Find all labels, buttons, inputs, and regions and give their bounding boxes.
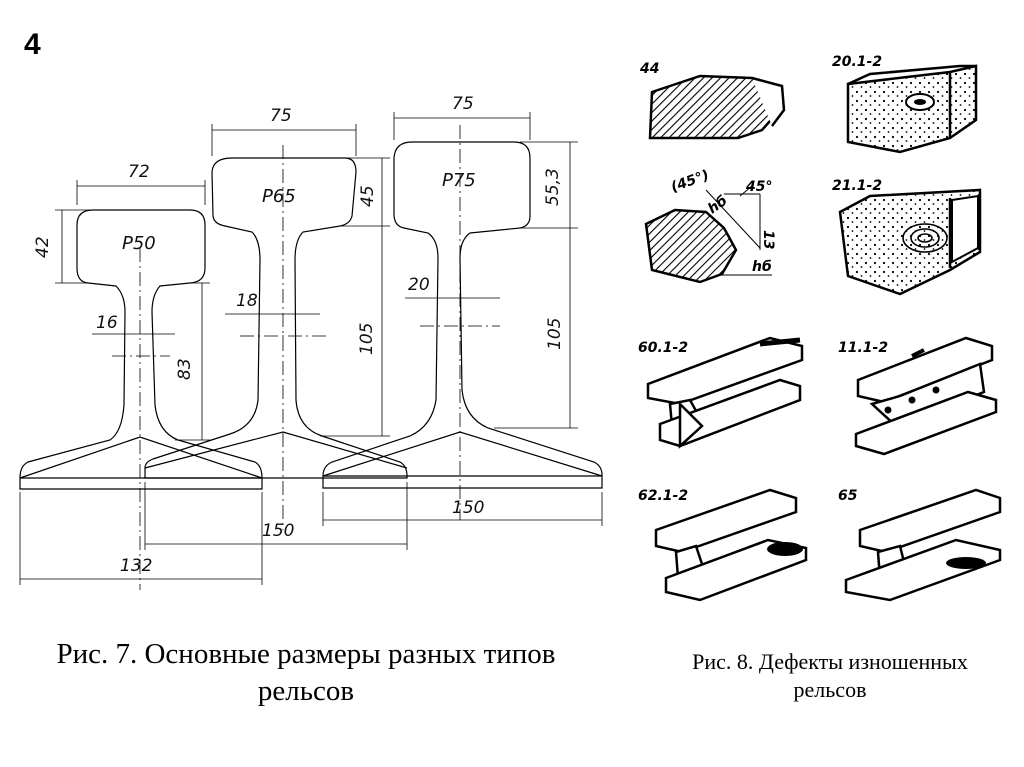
figure7-caption-line1: Рис. 7. Основные размеры разных типов: [56, 638, 556, 670]
rail-p65-label: P65: [262, 186, 296, 207]
rail-p75-label: P75: [442, 170, 476, 191]
axis-lines: [112, 125, 500, 590]
wear-angle2-label: 45°: [745, 179, 772, 195]
dim-p50-height: 83: [175, 358, 195, 380]
dim-p65-head-width: 75: [270, 106, 292, 126]
rail-p50-profile: [19, 209, 263, 490]
wear-height-label: 13: [760, 230, 776, 249]
figure8-caption-line2: рельсов: [793, 677, 867, 703]
figure7-caption-line2: рельсов: [257, 675, 355, 708]
dim-p75-web: 20: [408, 275, 430, 295]
defect-62-label: 62.1-2: [638, 488, 688, 504]
defect-65-label: 65: [838, 488, 858, 504]
defect-20-label: 20.1-2: [832, 54, 882, 70]
dimension-labels: 72 42 16 83 132 P50 75 45 18 105 150 P65…: [33, 94, 565, 576]
figure7-caption: Рис. 7. Основные размеры разных типов ре…: [0, 636, 612, 710]
rail-profiles: [19, 141, 603, 490]
figure8-caption: Рис. 8. Дефекты изношенных рельсов: [640, 648, 1020, 704]
dim-p65-head-height: 45: [358, 185, 378, 207]
defect-sketches: 44 20.1-2 (45°) 45° hб 13 hб 21.1-2: [638, 54, 1002, 602]
dim-p50-head-height: 42: [33, 236, 53, 258]
dim-p75-head-height: 55,3: [543, 168, 563, 206]
rail-p50-label: P50: [122, 233, 156, 254]
dim-p50-head-width: 72: [128, 162, 150, 182]
defect-60-label: 60.1-2: [638, 340, 688, 356]
dim-p65-web: 18: [236, 291, 258, 311]
slide-number: 4: [24, 28, 41, 61]
dim-p50-web: 16: [96, 313, 118, 333]
rail-p65-profile: [144, 157, 408, 479]
dim-p75-head-width: 75: [452, 94, 474, 114]
wear-hb2-label: hб: [752, 259, 772, 275]
defect-44-label: 44: [639, 61, 659, 77]
wear-angle-label: (45°): [669, 167, 711, 195]
dim-p65-height: 105: [357, 323, 377, 355]
defect-11-label: 11.1-2: [838, 340, 888, 356]
dim-p75-height: 105: [545, 318, 565, 350]
rail-p75-profile: [322, 141, 603, 489]
defect-21-label: 21.1-2: [832, 178, 882, 194]
dim-p50-base: 132: [120, 556, 152, 576]
figure8-caption-line1: Рис. 8. Дефекты изношенных: [692, 649, 968, 674]
dimension-lines: [19, 112, 603, 585]
dim-p65-base: 150: [262, 521, 294, 541]
dim-p75-base: 150: [452, 498, 484, 518]
